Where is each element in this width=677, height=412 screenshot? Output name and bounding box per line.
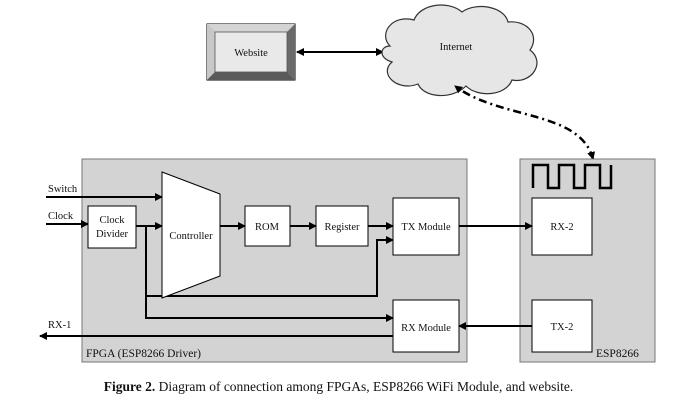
esp-label: ESP8266 <box>596 348 639 360</box>
clock-divider-label-1: Clock <box>99 215 125 226</box>
controller-label: Controller <box>169 231 213 242</box>
esp-tx2-label: TX-2 <box>551 322 574 333</box>
tx-module-label: TX Module <box>401 222 451 233</box>
rx-module-label: RX Module <box>401 323 451 334</box>
wireless-link <box>454 85 596 160</box>
fpga-label: FPGA (ESP8266 Driver) <box>86 348 201 360</box>
clock-divider-label-2: Divider <box>96 229 129 240</box>
figure-number: Figure 2. <box>103 379 156 394</box>
clock-to-rx-module <box>145 226 394 322</box>
rx-module-block <box>392 299 460 353</box>
internet-cloud: Internet <box>381 4 538 97</box>
esp-tx2-block <box>531 299 593 353</box>
website-label: Website <box>234 48 268 59</box>
rom-block <box>244 205 291 247</box>
figure-caption: Figure 2. Diagram of connection among FP… <box>0 379 677 395</box>
clock-to-tx-module <box>146 236 394 297</box>
esp-rx2-label: RX-2 <box>550 222 573 233</box>
antenna-icon <box>531 163 613 190</box>
switch-label: Switch <box>48 184 78 195</box>
website-block: Website <box>206 23 296 81</box>
figure-caption-text: Diagram of connection among FPGAs, ESP82… <box>155 379 574 394</box>
register-label: Register <box>325 222 360 233</box>
internet-label: Internet <box>440 42 473 53</box>
rom-label: ROM <box>255 222 280 233</box>
controller-block <box>161 171 221 299</box>
rx1-label: RX-1 <box>48 320 71 331</box>
register-block <box>315 205 369 247</box>
tx-module-block <box>392 197 460 256</box>
clock-divider-block <box>87 205 137 249</box>
clock-label: Clock <box>48 211 74 222</box>
